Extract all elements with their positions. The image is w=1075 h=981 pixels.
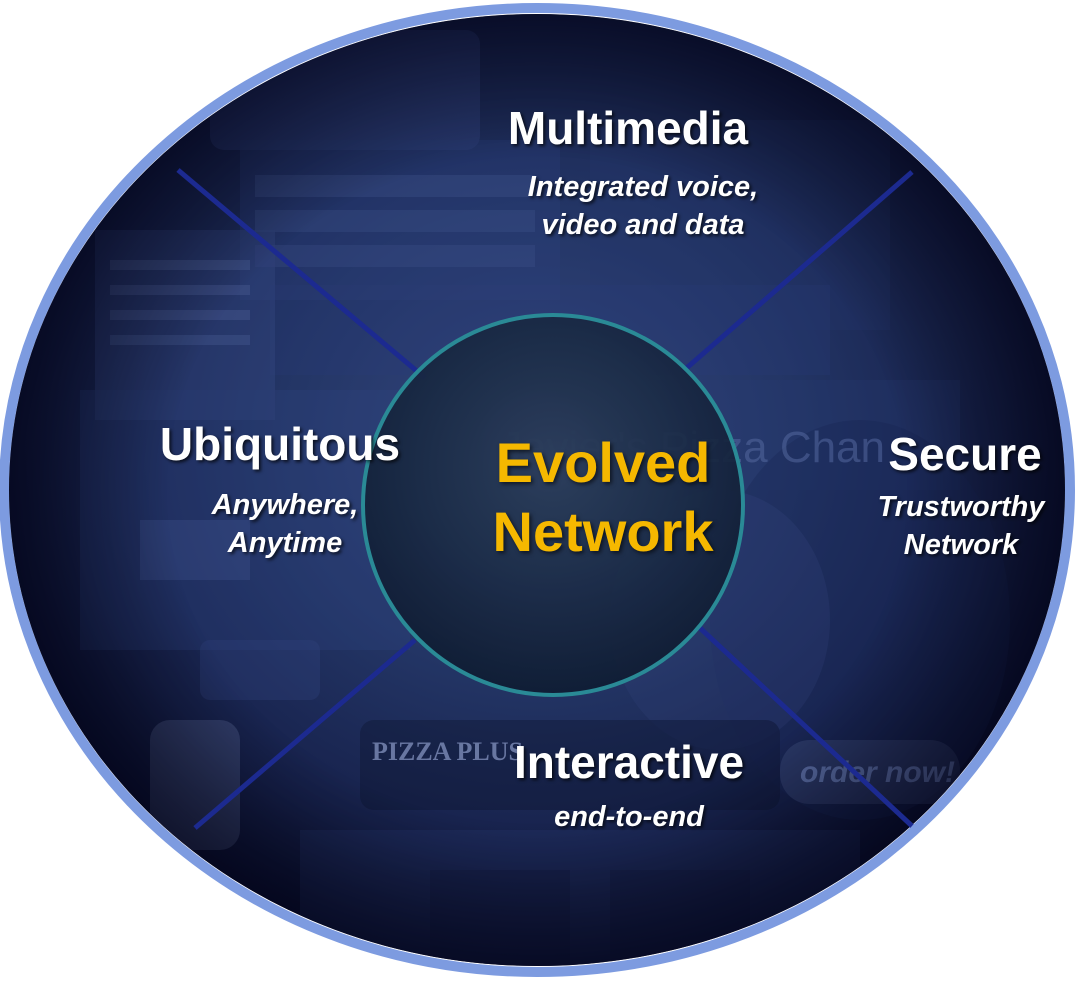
interactive-title: Interactive bbox=[513, 736, 745, 788]
divider-top-right bbox=[680, 170, 914, 374]
multimedia-title: Multimedia bbox=[507, 102, 749, 154]
ubiquitous-subtitle-line2: Anytime bbox=[227, 527, 343, 559]
secure-title: Secure bbox=[888, 428, 1042, 480]
divider-bottom-left bbox=[193, 638, 417, 830]
divider-bottom-right bbox=[698, 626, 914, 828]
outer-ring bbox=[0, 3, 1075, 977]
multimedia-subtitle-line1: Integrated voice, bbox=[527, 171, 759, 203]
interactive-subtitle: end-to-end bbox=[554, 801, 704, 833]
center-circle bbox=[363, 315, 743, 695]
center-title-line2: Network bbox=[492, 500, 714, 563]
secure-subtitle-line2: Network bbox=[903, 529, 1019, 561]
ubiquitous-subtitle-line1: Anywhere, bbox=[211, 489, 359, 521]
ubiquitous-title: Ubiquitous bbox=[159, 418, 401, 470]
segment-dividers bbox=[176, 168, 914, 830]
secure-subtitle-line1: Trustworthy bbox=[877, 491, 1045, 523]
center-title-line1: Evolved bbox=[495, 431, 711, 494]
divider-top-left bbox=[176, 168, 427, 380]
multimedia-subtitle-line2: video and data bbox=[541, 209, 745, 241]
